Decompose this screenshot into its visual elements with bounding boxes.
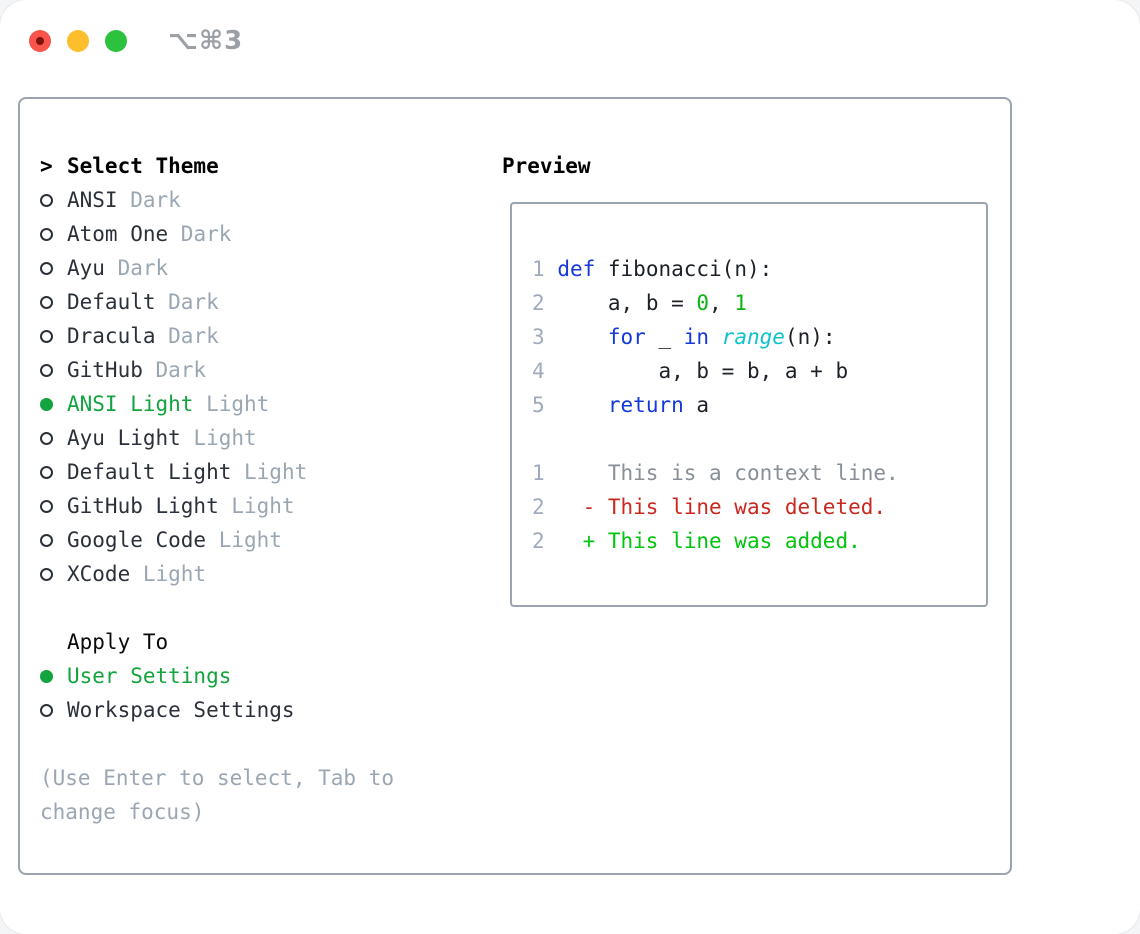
theme-name: Default Light	[67, 460, 232, 484]
diff-line-deleted: 2 - This line was deleted.	[532, 490, 986, 524]
section-title: Apply To	[67, 630, 169, 654]
gap	[40, 727, 422, 761]
diff-text: + This line was added.	[582, 529, 861, 553]
radio-selected-icon	[40, 669, 67, 683]
code-line: 5 return a	[532, 393, 710, 417]
theme-name: GitHub Light	[67, 494, 219, 518]
line-number: 4	[532, 359, 545, 383]
theme-variant-badge: Light	[206, 528, 282, 552]
theme-variant-badge: Light	[218, 494, 295, 518]
theme-name: XCode	[67, 562, 131, 586]
radio-selected-icon	[40, 397, 67, 411]
apply-option-workspace-settings[interactable]: Workspace Settings	[40, 693, 422, 727]
radio-unselected-icon	[40, 533, 67, 547]
theme-item-ansi-light[interactable]: ANSI Light Light	[40, 387, 422, 421]
theme-variant-badge: Dark	[168, 222, 232, 246]
theme-name: Default	[67, 290, 156, 314]
theme-variant-badge: Dark	[155, 290, 219, 314]
apply-option-user-settings[interactable]: User Settings	[40, 659, 422, 693]
theme-variant-badge: Light	[231, 460, 308, 484]
theme-variant-badge: Dark	[155, 324, 219, 348]
window-title: ⌥⌘3	[168, 26, 244, 56]
radio-unselected-icon	[40, 567, 67, 581]
theme-name: ANSI	[67, 188, 118, 212]
theme-item-xcode[interactable]: XCode Light	[40, 557, 422, 591]
keyboard-hint: (Use Enter to select, Tab to change focu…	[40, 766, 395, 824]
theme-item-ayu[interactable]: Ayu Dark	[40, 251, 422, 285]
theme-name: Ayu Light	[67, 426, 181, 450]
theme-name: Atom One	[67, 222, 169, 246]
theme-item-github[interactable]: GitHub Dark	[40, 353, 422, 387]
radio-unselected-icon	[40, 431, 67, 445]
code-line: 3 for _ in range(n):	[532, 325, 836, 349]
theme-name: ANSI Light	[67, 392, 194, 416]
theme-item-ayu-light[interactable]: Ayu Light Light	[40, 421, 422, 455]
radio-unselected-icon	[40, 261, 67, 275]
radio-unselected-icon	[40, 227, 67, 241]
zoom-button[interactable]	[105, 30, 127, 52]
radio-unselected-icon	[40, 703, 67, 717]
minimize-button[interactable]	[67, 30, 89, 52]
preview-header: Preview	[502, 154, 591, 178]
theme-item-github-light[interactable]: GitHub Light Light	[40, 489, 422, 523]
radio-unselected-icon	[40, 329, 67, 343]
theme-variant-badge: Light	[130, 562, 207, 586]
apply-option-label: Workspace Settings	[67, 698, 295, 722]
theme-variant-badge: Dark	[142, 358, 207, 382]
line-number: 2	[532, 291, 545, 315]
gap	[40, 591, 422, 625]
theme-variant-badge: Light	[193, 392, 270, 416]
gap	[532, 422, 986, 456]
theme-item-atom-one[interactable]: Atom One Dark	[40, 217, 422, 251]
title-bar: ⌥⌘3	[29, 26, 243, 56]
line-number: 1	[532, 257, 545, 281]
diff-line-context: 1 This is a context line.	[532, 456, 986, 490]
radio-unselected-icon	[40, 499, 67, 513]
line-number: 5	[532, 393, 545, 417]
apply-to-header: Apply To	[40, 625, 422, 659]
theme-item-google-code[interactable]: Google Code Light	[40, 523, 422, 557]
theme-name: Dracula	[67, 324, 156, 348]
theme-item-ansi[interactable]: ANSI Dark	[40, 183, 422, 217]
select-theme-header: > Select Theme	[40, 149, 422, 183]
theme-variant-badge: Dark	[104, 256, 169, 280]
preview-box: 1 def fibonacci(n): 2 a, b = 0, 1 3 for _ …	[510, 202, 988, 607]
close-button[interactable]	[29, 30, 51, 52]
section-title: Select Theme	[67, 154, 219, 178]
diff-text: - This line was deleted.	[582, 495, 887, 519]
radio-unselected-icon	[40, 465, 67, 479]
theme-item-dracula[interactable]: Dracula Dark	[40, 319, 422, 353]
line-number: 1	[532, 461, 545, 485]
radio-unselected-icon	[40, 193, 67, 207]
radio-unselected-icon	[40, 295, 67, 309]
code-line: 2 a, b = 0, 1	[532, 291, 747, 315]
line-number: 3	[532, 325, 545, 349]
diff-preview: 1 This is a context line.2 - This line w…	[532, 456, 986, 558]
code-preview: 1 def fibonacci(n): 2 a, b = 0, 1 3 for _ …	[532, 252, 986, 422]
line-number: 2	[532, 495, 545, 519]
code-line: 1 def fibonacci(n):	[532, 257, 773, 281]
theme-variant-badge: Dark	[117, 188, 181, 212]
theme-name: GitHub	[67, 358, 143, 382]
theme-name: Ayu	[67, 256, 105, 280]
line-number: 2	[532, 529, 545, 553]
theme-variant-badge: Light	[180, 426, 257, 450]
apply-option-label: User Settings	[67, 664, 232, 688]
theme-item-default[interactable]: Default Dark	[40, 285, 422, 319]
code-line: 4 a, b = b, a + b	[532, 359, 849, 383]
theme-name: Google Code	[67, 528, 207, 552]
prompt-caret-icon: >	[40, 154, 53, 178]
diff-text: This is a context line.	[582, 461, 899, 485]
theme-item-default-light[interactable]: Default Light Light	[40, 455, 422, 489]
radio-unselected-icon	[40, 363, 67, 377]
diff-line-added: 2 + This line was added.	[532, 524, 986, 558]
